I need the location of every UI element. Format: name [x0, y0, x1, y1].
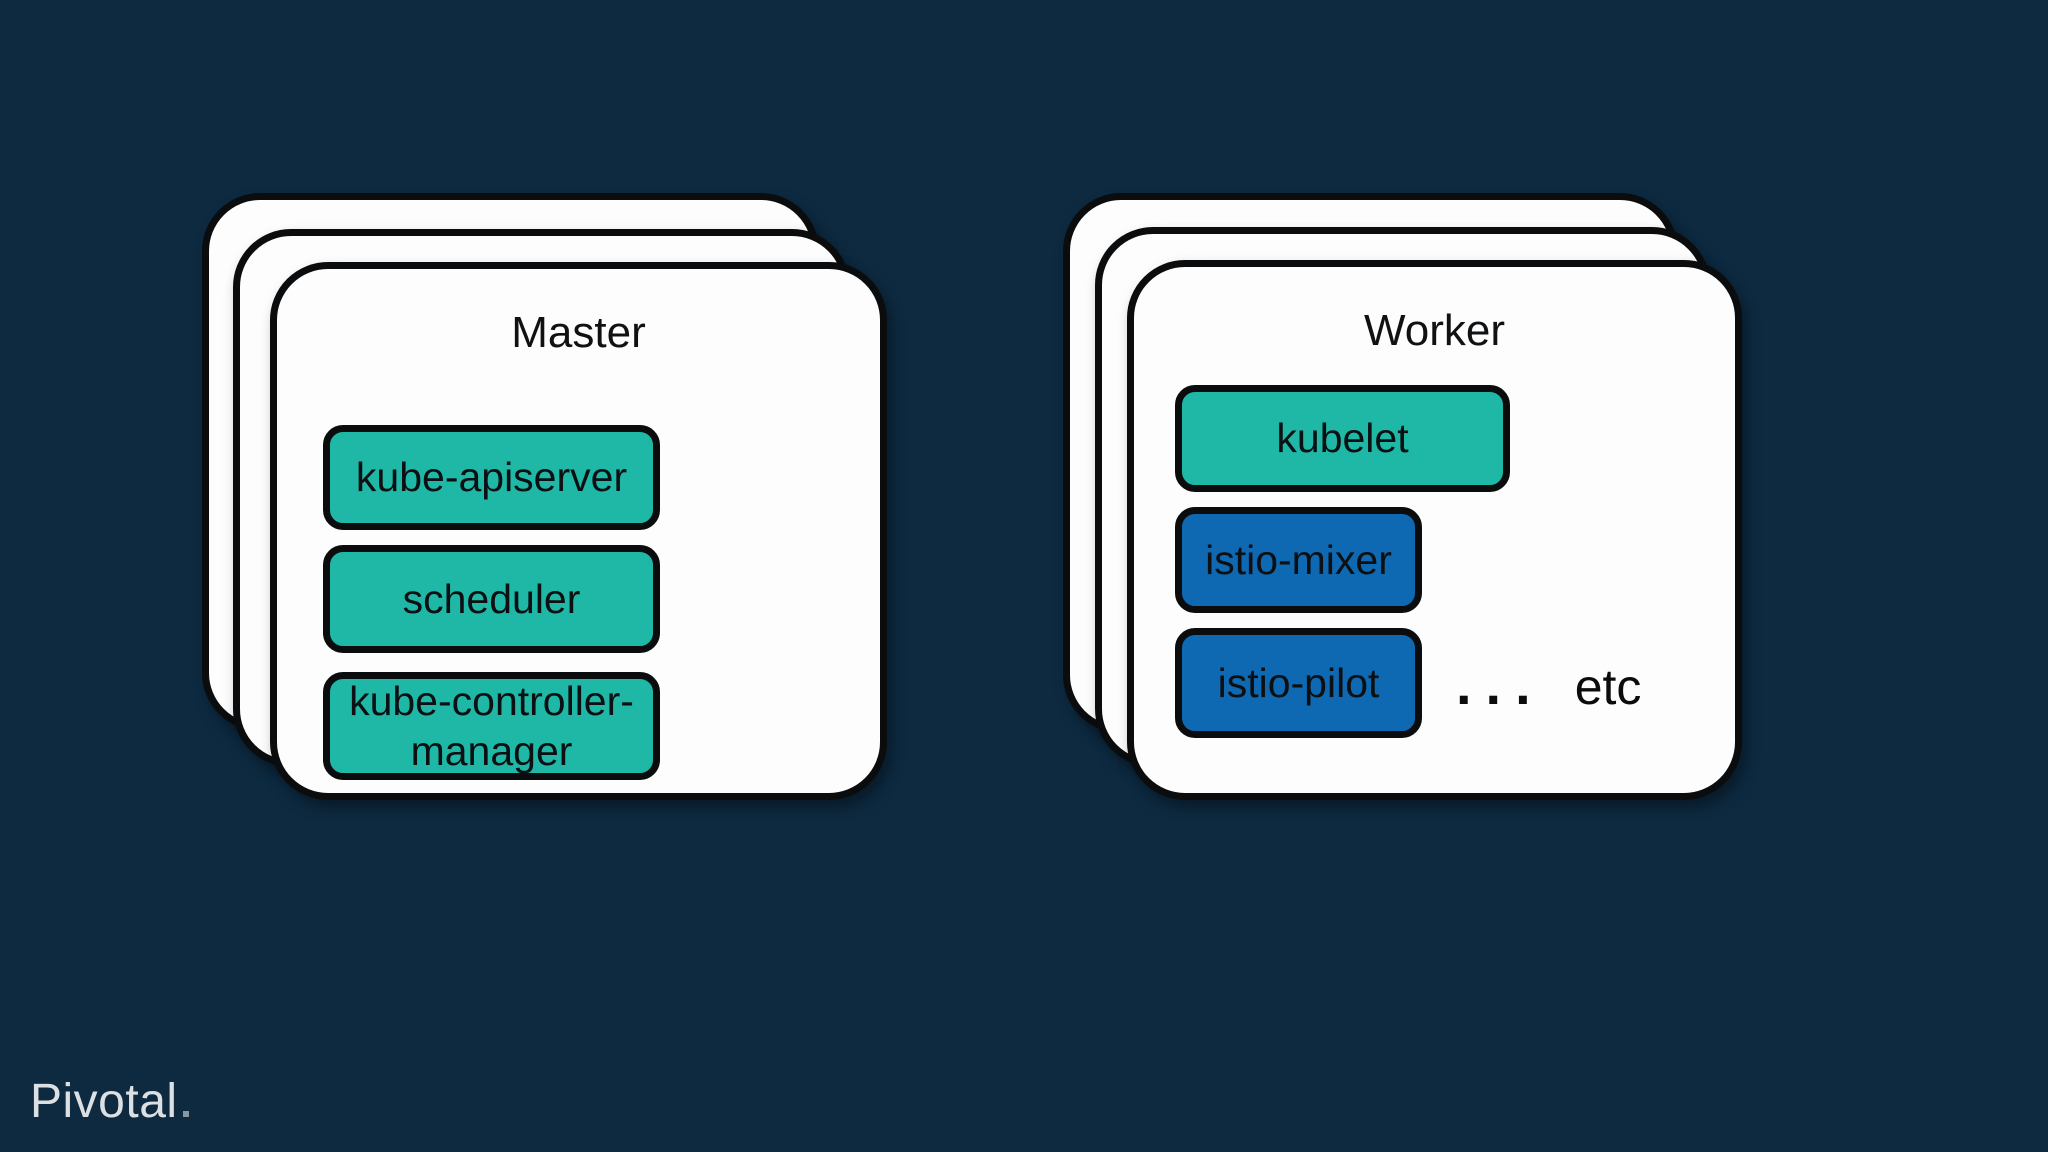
master-node-stack: Master kube-apiserver scheduler kube-con… [202, 193, 902, 813]
component-box-scheduler: scheduler [323, 545, 660, 653]
etc-label: etc [1574, 659, 1642, 715]
component-box-istio-pilot: istio-pilot [1175, 628, 1422, 738]
component-box-kubelet: kubelet [1175, 385, 1510, 492]
component-box-kube-controller-manager: kube-controller-manager [323, 672, 660, 780]
component-label: kube-controller-manager [349, 677, 634, 774]
component-label: kube-apiserver [355, 454, 628, 501]
master-card-front: Master kube-apiserver scheduler kube-con… [270, 262, 887, 800]
component-label: kubelet [1276, 415, 1409, 462]
component-label: istio-mixer [1205, 536, 1392, 583]
etc-annotation: ... etc [1456, 657, 1641, 713]
worker-card-front: Worker kubelet istio-mixer istio-pilot .… [1127, 260, 1742, 800]
component-box-istio-mixer: istio-mixer [1175, 507, 1422, 613]
pivotal-logo-dot [182, 1111, 189, 1117]
pivotal-logo-text: Pivotal [30, 1075, 178, 1128]
ellipsis-dots: ... [1456, 653, 1545, 716]
pivotal-logo: Pivotal [30, 1078, 189, 1126]
component-label: istio-pilot [1217, 659, 1380, 706]
component-label: scheduler [402, 575, 581, 622]
worker-node-stack: Worker kubelet istio-mixer istio-pilot .… [1063, 193, 1763, 813]
worker-title: Worker [1364, 306, 1505, 355]
component-box-kube-apiserver: kube-apiserver [323, 425, 660, 530]
master-title: Master [511, 308, 646, 357]
